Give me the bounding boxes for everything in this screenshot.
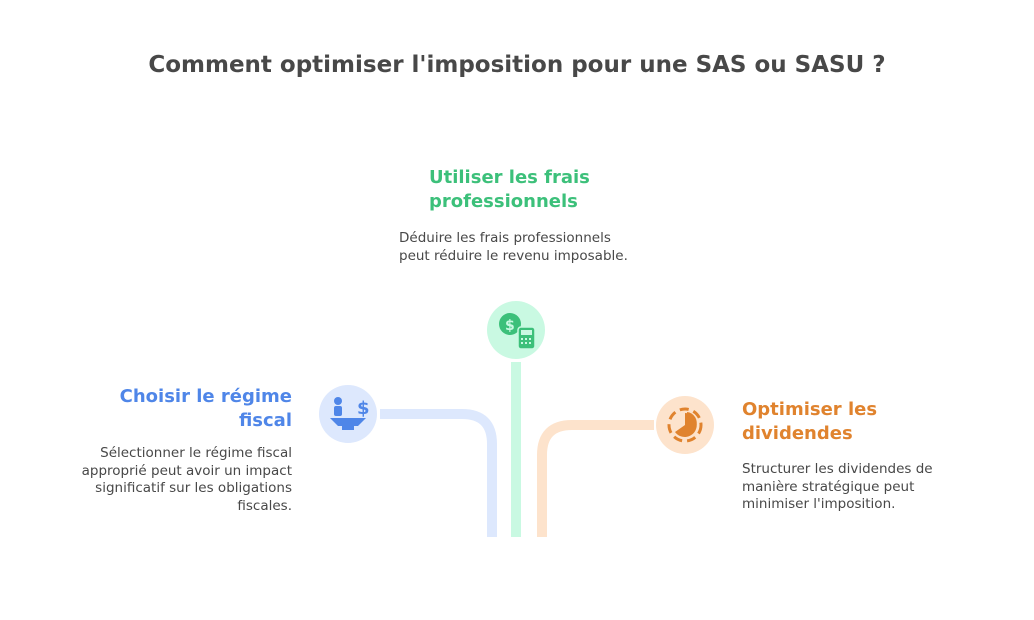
item-heading: Utiliser les frais professionnels bbox=[429, 167, 590, 212]
svg-text:$: $ bbox=[505, 318, 515, 334]
item-description: Sélectionner le régime fiscal approprié … bbox=[81, 445, 292, 514]
item-heading: Optimiser les dividendes bbox=[742, 399, 878, 444]
item-description: Déduire les frais professionnels peut ré… bbox=[399, 230, 628, 264]
diagram-title: Comment optimiser l'imposition pour une … bbox=[148, 52, 886, 78]
connector-orange bbox=[537, 420, 654, 537]
svg-text:$: $ bbox=[357, 398, 370, 419]
dollar-calculator-icon: $ bbox=[487, 301, 545, 359]
item-heading: Choisir le régime fiscal bbox=[119, 386, 292, 431]
scale-person-dollar-icon: $ bbox=[319, 385, 377, 443]
connector-blue bbox=[380, 409, 497, 537]
item-description: Structurer les dividendes de manière str… bbox=[742, 461, 933, 512]
pie-chart-icon bbox=[656, 396, 714, 454]
